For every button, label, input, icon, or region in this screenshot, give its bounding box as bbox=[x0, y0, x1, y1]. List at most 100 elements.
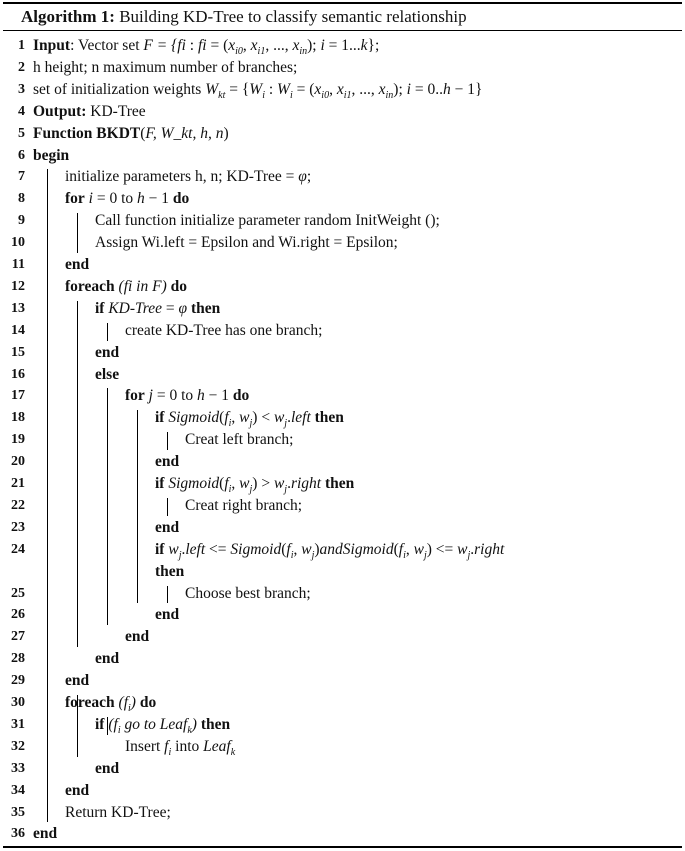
subscript: j bbox=[467, 549, 471, 561]
token: initialize parameters h, n; KD-Tree = bbox=[65, 168, 299, 186]
keyword: if bbox=[155, 540, 165, 558]
algorithm-line: 4 Output: KD-Tree bbox=[3, 101, 682, 123]
keyword: begin bbox=[33, 146, 70, 164]
token: = ( bbox=[206, 37, 229, 54]
token: ) < bbox=[252, 409, 274, 427]
token: i bbox=[202, 37, 207, 54]
line-number: 21 bbox=[11, 476, 25, 491]
keyword: then bbox=[200, 715, 231, 733]
line-number: 10 bbox=[11, 235, 25, 251]
subscript: j bbox=[311, 549, 315, 561]
token: into bbox=[171, 737, 204, 755]
keyword: if bbox=[95, 299, 105, 317]
token: − 1 bbox=[204, 387, 233, 405]
line-text: end bbox=[65, 670, 89, 692]
line-number: 24 bbox=[11, 541, 25, 557]
token: w bbox=[273, 475, 285, 492]
line-text: Insert fi into Leafk bbox=[125, 736, 235, 764]
token: x bbox=[336, 80, 344, 98]
token: ); bbox=[307, 37, 321, 54]
token: = 0 to bbox=[152, 387, 198, 405]
subscript: kt bbox=[218, 89, 226, 101]
line-text: Output: KD-Tree bbox=[33, 101, 146, 123]
line-number: 5 bbox=[18, 125, 25, 141]
token: w bbox=[168, 540, 179, 558]
subscript: j bbox=[249, 418, 253, 430]
line-number: 26 bbox=[11, 607, 25, 623]
line-number: 30 bbox=[11, 695, 25, 710]
token: Leaf bbox=[203, 737, 231, 755]
subscript: i0 bbox=[321, 89, 330, 101]
line-text: Assign Wi.left = Epsilon and Wi.right = … bbox=[95, 232, 398, 254]
line-number: 33 bbox=[11, 760, 25, 776]
line-number: 7 bbox=[18, 169, 25, 185]
caption-label: Algorithm 1: bbox=[21, 7, 115, 26]
line-text: Creat right branch; bbox=[185, 495, 302, 517]
token: ( bbox=[219, 475, 225, 492]
line-number: 16 bbox=[11, 366, 25, 382]
token: x bbox=[250, 37, 258, 54]
line-number: 28 bbox=[11, 651, 25, 667]
line-text: end bbox=[155, 451, 179, 473]
line-text: Function BKDT(F, W_kt, h, n) bbox=[33, 123, 229, 145]
algorithm-line: 10 Assign Wi.left = Epsilon and Wi.right … bbox=[3, 232, 682, 254]
caption-rule bbox=[3, 30, 682, 31]
token: Sigmoid bbox=[168, 475, 220, 492]
keyword: foreach bbox=[65, 694, 115, 711]
token: i bbox=[181, 37, 186, 54]
token: right bbox=[290, 475, 322, 492]
token: φ bbox=[178, 299, 188, 317]
token: ( bbox=[281, 540, 287, 558]
subscript: i1 bbox=[343, 89, 352, 101]
subscript: i bbox=[262, 89, 265, 101]
line-text: end bbox=[65, 780, 89, 802]
token: φ bbox=[298, 168, 307, 186]
line-number: 22 bbox=[11, 497, 25, 513]
keyword: end bbox=[65, 781, 90, 799]
token: f bbox=[224, 409, 229, 427]
token: − 1 bbox=[144, 190, 173, 208]
token: : Vector set bbox=[70, 37, 144, 54]
subscript: i0 bbox=[235, 46, 243, 58]
token: }; bbox=[367, 37, 380, 54]
token: W bbox=[205, 80, 219, 98]
token: = bbox=[162, 299, 179, 317]
line-text: if KD-Tree = φ then bbox=[95, 298, 220, 320]
token: f bbox=[286, 540, 291, 558]
line-number: 32 bbox=[11, 738, 25, 754]
block-indent-bar bbox=[107, 322, 108, 341]
token: f bbox=[197, 37, 203, 54]
keyword: then bbox=[324, 475, 355, 492]
subscript: j bbox=[249, 484, 253, 496]
token: w bbox=[301, 540, 312, 558]
line-number: 4 bbox=[18, 103, 25, 119]
token: = 1... bbox=[324, 37, 361, 54]
token: . bbox=[287, 475, 291, 492]
block-indent-bar bbox=[167, 497, 168, 516]
line-text: end bbox=[65, 254, 89, 276]
keyword: do bbox=[172, 190, 190, 208]
token: left bbox=[290, 409, 311, 427]
top-rule bbox=[3, 2, 682, 4]
line-number: 1 bbox=[18, 38, 25, 53]
keyword: then bbox=[190, 299, 221, 317]
token: h bbox=[442, 80, 451, 98]
token: . bbox=[287, 409, 291, 427]
token: , ..., bbox=[351, 80, 379, 98]
token: ) > bbox=[252, 475, 274, 492]
keyword: end bbox=[65, 672, 90, 690]
token: F, W_kt, h, n bbox=[145, 124, 224, 142]
keyword: end bbox=[95, 650, 120, 668]
token: Sigmoid bbox=[230, 540, 282, 558]
algorithm-line: 28 end bbox=[3, 648, 682, 670]
